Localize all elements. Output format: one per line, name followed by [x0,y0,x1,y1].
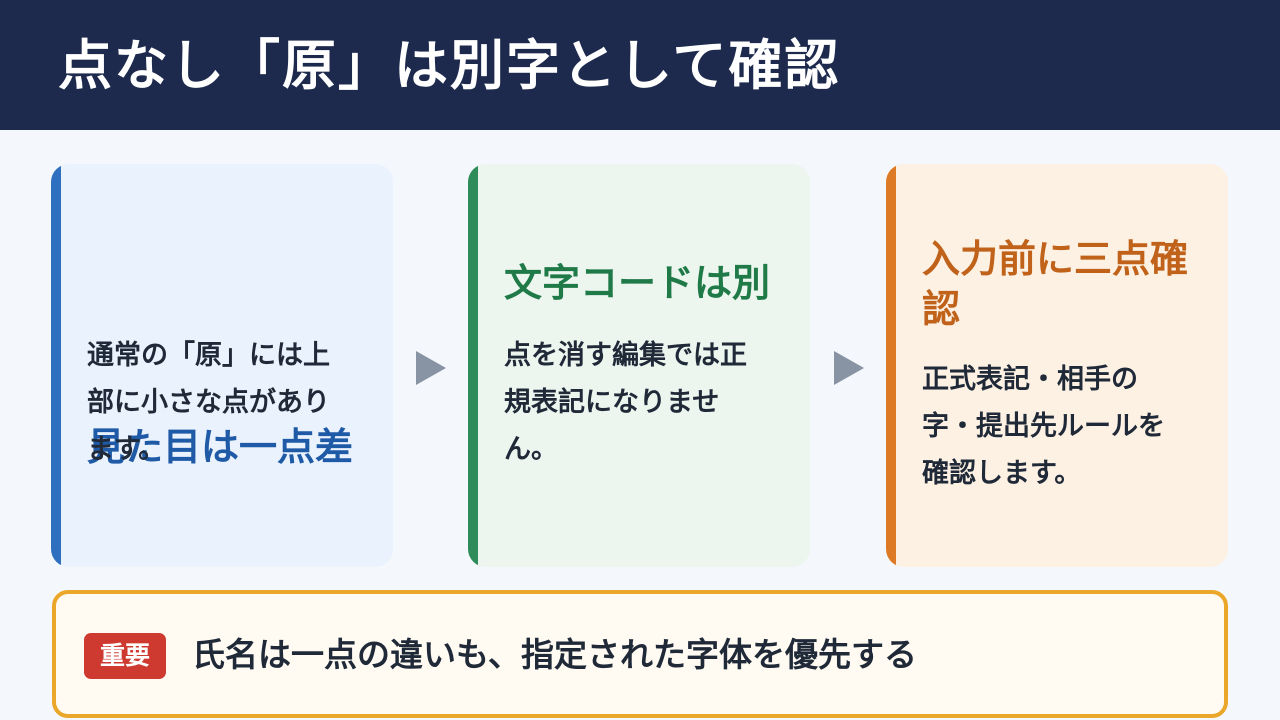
triangle-right-icon [416,351,446,385]
note-text: 氏名は一点の違いも、指定された字体を優先する [192,635,918,674]
card-appearance: 見た目は一点差 通常の「原」には上部に小さな点があります。 [51,164,393,567]
card-body: 正式表記・相手の字・提出先ルールを確認します。 [922,364,1165,489]
triangle-right-icon [834,351,864,385]
card-body: 点を消す編集では正規表記になりません。 [504,340,747,465]
card-body: 通常の「原」には上部に小さな点があります。 [87,340,330,465]
page-title: 点なし「原」は別字として確認 [58,34,841,97]
card-check-before-input: 入力前に三点確認 正式表記・相手の字・提出先ルールを確認します。 [886,164,1228,567]
card-character-code: 文字コードは別 点を消す編集では正規表記になりません。 [468,164,810,567]
card-title: 文字コードは別 [504,261,771,305]
important-note: 重要 氏名は一点の違いも、指定された字体を優先する [52,590,1228,718]
card-title: 見た目は一点差 [87,425,354,469]
card-accent-bar [468,164,478,567]
card-accent-bar [886,164,896,567]
card-accent-bar [51,164,61,567]
important-badge: 重要 [84,633,167,679]
card-title: 入力前に三点確認 [922,237,1189,331]
header-bar: 点なし「原」は別字として確認 [0,0,1280,130]
